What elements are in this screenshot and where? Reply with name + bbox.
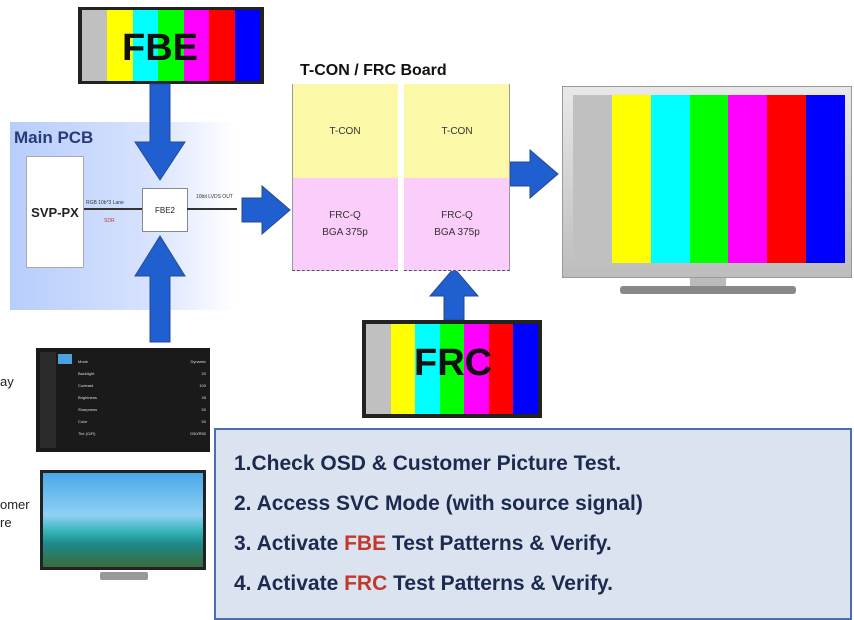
frc-color-bars — [366, 324, 539, 414]
customer-caption-line2: re — [0, 515, 12, 530]
tcon-label: T-CON — [441, 125, 473, 137]
customer-caption-line1: omer — [0, 497, 30, 512]
tv-base — [620, 286, 796, 294]
tv-stand — [690, 278, 726, 288]
tcon-label: T-CON — [329, 125, 361, 137]
step-2: 2. Access SVC Mode (with source signal) — [234, 492, 643, 515]
fbe-color-bars — [82, 10, 260, 81]
steps-box: 1.Check OSD & Customer Picture Test. 2. … — [214, 428, 852, 620]
tcon-to-tv-arrow — [509, 148, 559, 200]
step-4: 4. Activate FRC Test Patterns & Verify. — [234, 572, 613, 595]
frcq-label: FRC-Q — [441, 210, 473, 221]
fbe2-out-line — [187, 208, 237, 210]
frcq-block-left: FRC-Q BGA 375p — [292, 178, 398, 271]
osd-up-arrow — [134, 235, 186, 343]
step-1: 1.Check OSD & Customer Picture Test. — [234, 452, 622, 475]
customer-caption: omer re — [0, 496, 30, 532]
tv-color-bars — [573, 95, 846, 263]
osd-selected-icon — [58, 354, 72, 364]
main-pcb-title: Main PCB — [14, 128, 94, 147]
tcon-block-right: T-CON — [404, 84, 510, 178]
bga-label: BGA 375p — [434, 227, 480, 238]
tcon-board-title: T-CON / FRC Board — [300, 62, 447, 79]
sdr-label: SDR — [104, 218, 115, 224]
svp-chip: SVP-PX — [26, 156, 84, 268]
bga-label: BGA 375p — [322, 227, 368, 238]
frc-pattern: FRC — [362, 320, 542, 418]
tv-screen — [562, 86, 852, 278]
customer-tv-base — [100, 572, 148, 580]
customer-picture-tv — [40, 470, 206, 570]
fbe-down-arrow — [134, 83, 186, 181]
pcb-to-tcon-arrow — [241, 184, 291, 236]
svp-label: SVP-PX — [31, 204, 79, 220]
lvds-in-label: RGB 10b*3 Lane — [86, 200, 124, 206]
lvds-out-label: 10bit LVDS OUT — [196, 194, 233, 200]
fbe2-chip: FBE2 — [142, 188, 188, 232]
step-3: 3. Activate FBE Test Patterns & Verify. — [234, 532, 612, 555]
frc-label: FRC — [414, 342, 493, 384]
customer-picture-image — [43, 473, 203, 567]
frcq-block-right: FRC-Q BGA 375p — [404, 178, 510, 271]
svp-to-fbe2-line — [84, 208, 142, 210]
frc-up-arrow — [428, 267, 480, 321]
frcq-label: FRC-Q — [329, 210, 361, 221]
osd-icon-column — [40, 352, 56, 448]
fbe2-label: FBE2 — [154, 205, 175, 215]
osd-caption: ay — [0, 374, 14, 389]
osd-row: Tint (G/R)G50/R50 — [78, 431, 206, 436]
tcon-block-left: T-CON — [292, 84, 398, 178]
fbe-pattern: FBE — [78, 7, 264, 84]
fbe-label: FBE — [122, 27, 198, 69]
